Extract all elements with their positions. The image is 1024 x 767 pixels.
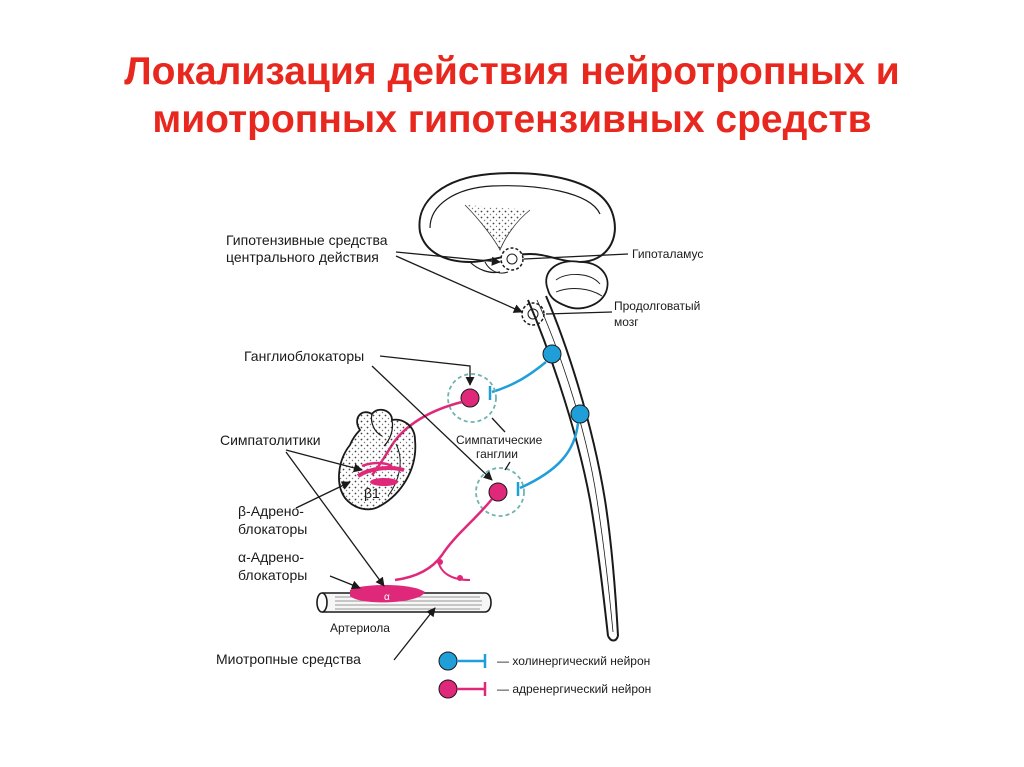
page-title: Локализация действия нейротропных и миот… [0,48,1024,144]
arteriole-illustration: α [316,585,492,613]
label-central-action-2: центрального действия [226,249,379,265]
label-beta1: β1 [364,485,380,501]
label-alpha-receptor: α [384,592,390,603]
legend-cholinergic-marker [438,651,458,671]
sympathetic-ganglia [447,373,525,517]
label-beta-blockers-2: блокаторы [238,521,307,537]
heart-illustration [338,408,417,511]
label-alpha-blockers-1: α-Адрено- [238,549,304,565]
legend-cholinergic-label: — холинергический нейрон [497,654,650,668]
legend-adrenergic-label: — адренергический нейрон [497,682,651,696]
annotation-arrows [285,251,629,661]
label-sympatholytics: Симпатолитики [220,432,321,448]
title-line-2: миотропных гипотензивных средств [152,98,872,141]
title-line-1: Локализация действия нейротропных и [124,50,900,93]
label-beta-blockers-1: β-Адрено- [238,503,304,519]
label-medulla-1: Продолговатый [614,299,700,313]
label-sympathetic-ganglia-1: Симпатические [456,433,543,447]
brain-illustration [418,172,616,326]
diagram-labels: Гипотензивные средства центрального дейс… [216,232,703,667]
label-medulla-2: мозг [614,315,639,329]
cholinergic-pathways [488,344,590,496]
label-alpha-blockers-2: блокаторы [238,567,307,583]
spinal-cord [527,295,619,642]
label-ganglioblockers: Ганглиоблокаторы [244,348,364,364]
label-arteriole: Артериола [330,621,390,635]
label-hypothalamus: Гипоталамус [632,247,703,261]
label-sympathetic-ganglia-2: ганглии [476,447,518,461]
label-myotropic: Миотропные средства [216,651,361,667]
legend-adrenergic-marker [438,679,458,699]
label-central-action-1: Гипотензивные средства [226,232,388,248]
legend: — холинергический нейрон — адренергическ… [438,651,651,699]
